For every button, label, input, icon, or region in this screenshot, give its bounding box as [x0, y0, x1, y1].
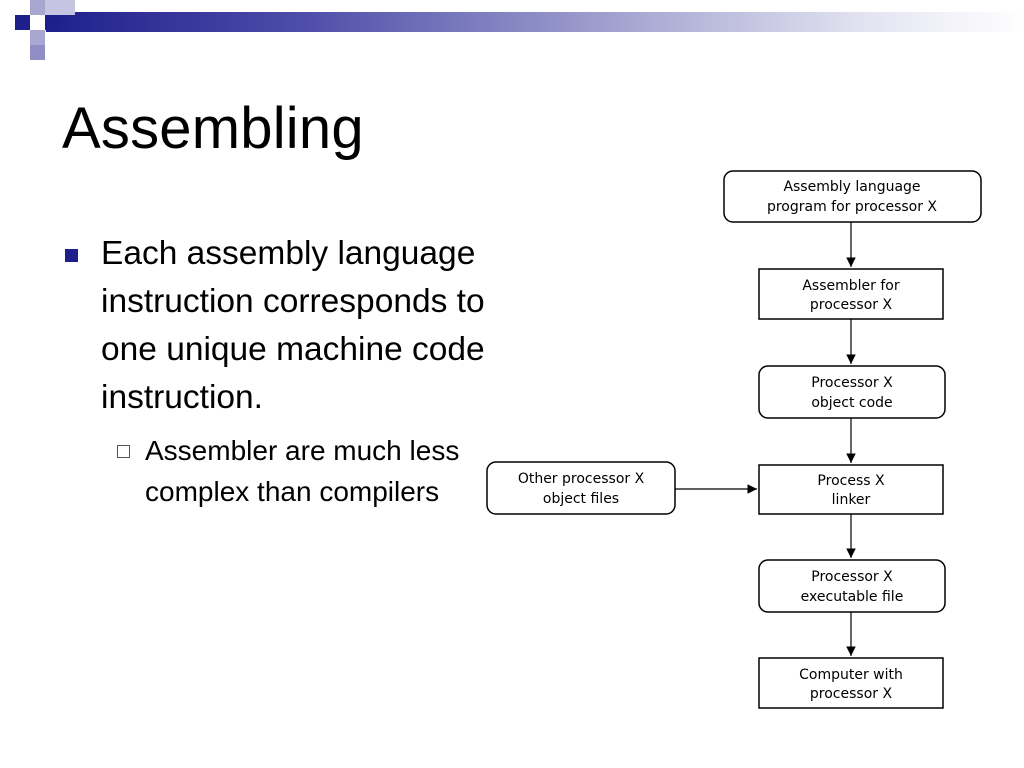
node-object-code: Processor X object code [758, 365, 946, 419]
header-square [45, 0, 60, 15]
header-square [30, 45, 45, 60]
hollow-square-bullet-icon [117, 445, 130, 458]
node-assembler: Assembler for processor X [758, 268, 944, 320]
header-square [30, 30, 45, 45]
node-label: processor X [810, 686, 893, 702]
node-label: Other processor X [518, 471, 645, 487]
header-square [45, 15, 60, 30]
slide-title: Assembling [62, 96, 364, 161]
node-label: linker [832, 492, 871, 508]
bullet-item: Each assembly language instruction corre… [60, 230, 490, 422]
node-executable: Processor X executable file [758, 559, 946, 613]
node-other-object-files: Other processor X object files [486, 461, 676, 515]
node-assembly-program: Assembly language program for processor … [723, 170, 982, 223]
bullet-list: Each assembly language instruction corre… [60, 230, 490, 512]
node-label: object files [543, 491, 619, 507]
node-label: program for processor X [767, 199, 937, 215]
node-label: Processor X [811, 375, 893, 391]
header-gradient-band [46, 12, 1024, 32]
node-label: object code [811, 395, 892, 411]
node-computer: Computer with processor X [758, 657, 944, 709]
header-square [15, 15, 30, 30]
node-label: Assembler for [802, 278, 900, 294]
sub-bullet-text: Assembler are much less complex than com… [145, 435, 460, 507]
square-bullet-icon [65, 249, 78, 262]
node-label: Processor X [811, 569, 893, 585]
node-linker: Process X linker [758, 464, 944, 515]
bullet-text: Each assembly language instruction corre… [101, 235, 485, 416]
header-square [60, 0, 75, 15]
node-label: Assembly language [783, 179, 920, 195]
node-label: executable file [801, 589, 904, 605]
sub-bullet-item: Assembler are much less complex than com… [114, 430, 490, 512]
node-label: Computer with [799, 667, 903, 683]
node-label: processor X [810, 297, 893, 313]
header-square [30, 0, 45, 15]
node-label: Process X [817, 473, 885, 489]
